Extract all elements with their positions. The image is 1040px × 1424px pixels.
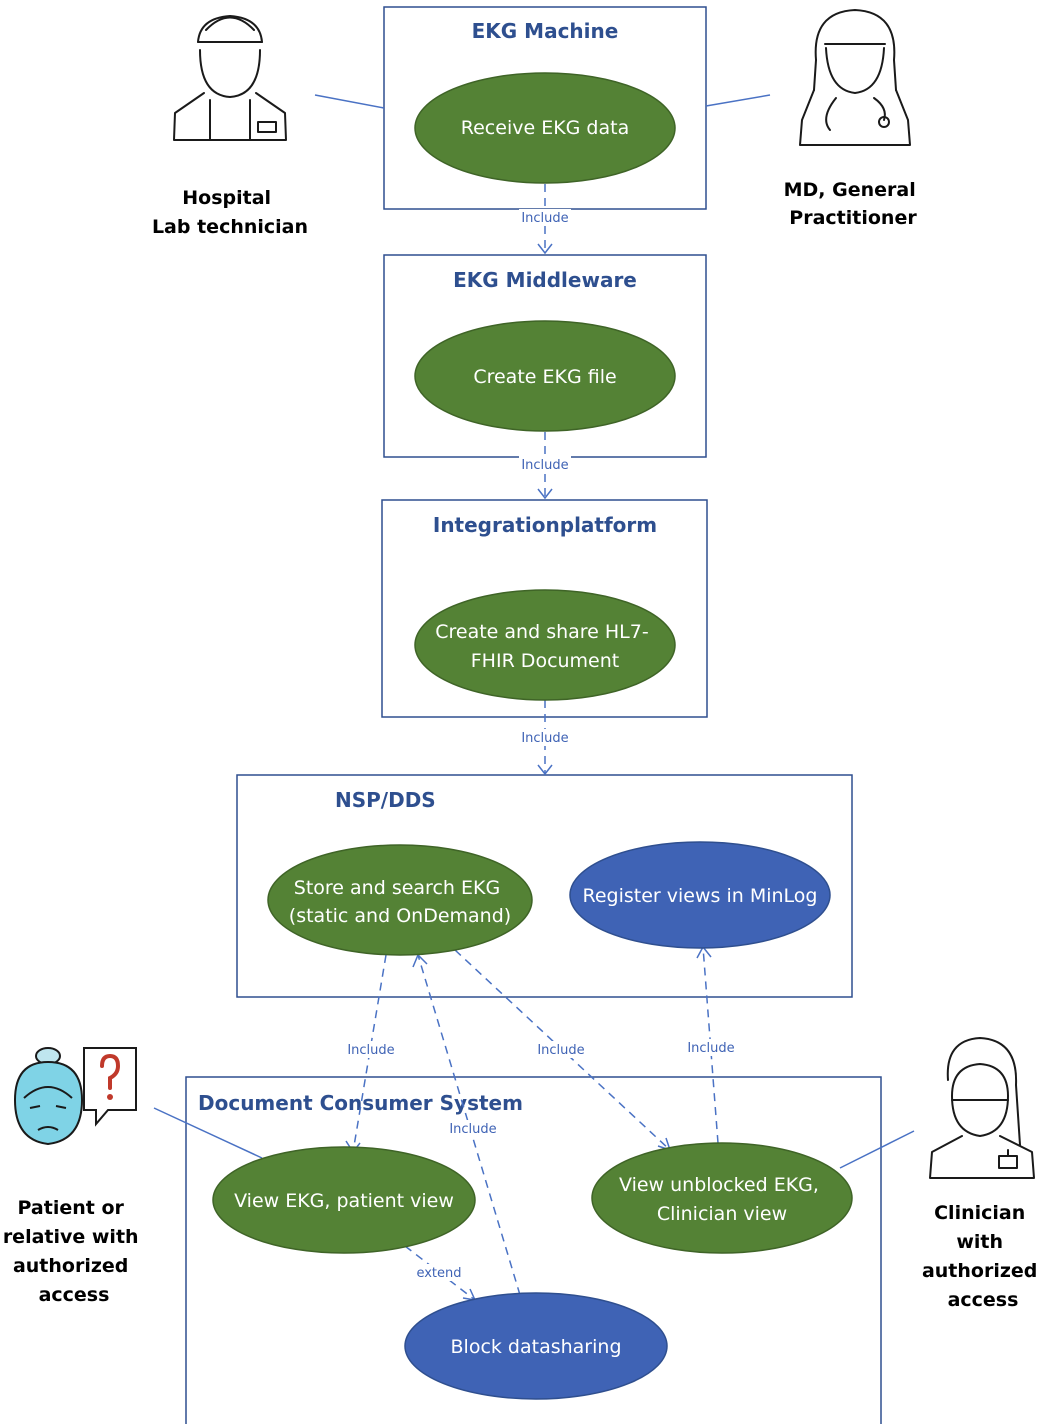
svg-text:extend: extend	[416, 1266, 461, 1281]
usecase-block-datasharing-label: Block datasharing	[451, 1336, 622, 1358]
dep-label-extend: extend	[414, 1264, 464, 1281]
svg-text:Receive EKG data: Receive EKG data	[461, 117, 629, 139]
usecase-create-ekg-file-label: Create EKG file	[473, 366, 616, 388]
system-ekg-middleware-title: EKG Middleware	[453, 268, 637, 292]
assoc-patient	[153, 1107, 263, 1159]
actor-lab-technician-label: Hospital Lab technician	[152, 187, 308, 238]
usecase-create-share-hl7-line1: Create and share HL7-	[435, 621, 648, 643]
dep-label-include-4: Include	[345, 1041, 397, 1058]
usecase-block-datasharing[interactable]: Block datasharing	[404, 1292, 668, 1400]
usecase-view-patient-label: View EKG, patient view	[234, 1190, 454, 1212]
usecase-view-patient[interactable]: View EKG, patient view	[212, 1146, 476, 1254]
patient-icon	[13, 1047, 137, 1146]
system-integration-platform-title: Integrationplatform	[433, 513, 657, 537]
svg-text:Include: Include	[347, 1043, 394, 1058]
svg-text:View EKG, patient view: View EKG, patient view	[234, 1190, 454, 1212]
dep-label-include-5: Include	[447, 1120, 499, 1137]
dep-label-include-6: Include	[535, 1041, 587, 1058]
svg-text:Include: Include	[521, 731, 568, 746]
usecase-receive-ekg[interactable]: Receive EKG data	[414, 72, 676, 184]
usecase-receive-ekg-label: Receive EKG data	[461, 117, 629, 139]
usecase-create-ekg-file[interactable]: Create EKG file	[414, 320, 676, 432]
usecase-create-share-hl7-line2: FHIR Document	[471, 650, 620, 672]
svg-text:Include: Include	[687, 1041, 734, 1056]
dep-integration-to-nsp	[537, 700, 553, 776]
actor-clinician-label: Clinician with authorized access	[922, 1202, 1040, 1311]
system-ekg-machine-title: EKG Machine	[472, 19, 619, 43]
system-nsp-dds-title: NSP/DDS	[335, 788, 436, 812]
usecase-register-views[interactable]: Register views in MinLog	[569, 841, 831, 949]
svg-text:View unblocked EKG, Clin: View unblocked EKG, Clinician view	[619, 1174, 825, 1225]
dep-label-include-3: Include	[519, 729, 571, 746]
svg-text:Block datasharing: Block datasharing	[451, 1336, 622, 1358]
usecase-store-search-line2: (static and OnDemand)	[289, 905, 511, 927]
svg-text:Store and search EKG (st: Store and search EKG (static and OnDeman…	[289, 877, 511, 927]
actor-gp-label: MD, General Practitioner	[784, 179, 923, 229]
svg-text:Create EKG file: Create EKG file	[473, 366, 616, 388]
usecase-view-clinician-line2: Clinician view	[657, 1203, 787, 1225]
clinician-icon	[929, 1037, 1035, 1179]
svg-text:Include: Include	[449, 1122, 496, 1137]
dep-label-include-2: Include	[519, 456, 571, 473]
usecase-store-search-line1: Store and search EKG	[294, 877, 500, 899]
svg-text:Include: Include	[521, 211, 568, 226]
usecase-create-share-hl7[interactable]: Create and share HL7- FHIR Document	[414, 589, 676, 701]
assoc-clinician	[839, 1130, 915, 1169]
svg-text:Register views in MinLog: Register views in MinLog	[583, 885, 818, 907]
svg-text:Create and share HL7- FH: Create and share HL7- FHIR Document	[435, 621, 655, 672]
actor-patient-label: Patient or relative with authorized acce…	[3, 1197, 145, 1306]
svg-text:Include: Include	[521, 458, 568, 473]
dep-label-include-1: Include	[519, 209, 571, 226]
svg-text:Include: Include	[537, 1043, 584, 1058]
general-practitioner-icon	[799, 9, 911, 146]
assoc-lab-technician	[314, 94, 385, 109]
usecase-register-views-label: Register views in MinLog	[583, 885, 818, 907]
lab-technician-icon	[173, 15, 287, 141]
usecase-view-clinician-line1: View unblocked EKG,	[619, 1174, 819, 1196]
assoc-gp	[705, 94, 771, 107]
usecase-view-clinician[interactable]: View unblocked EKG, Clinician view	[591, 1142, 853, 1254]
dep-label-include-7: Include	[685, 1039, 737, 1056]
usecase-store-search[interactable]: Store and search EKG (static and OnDeman…	[267, 844, 533, 956]
